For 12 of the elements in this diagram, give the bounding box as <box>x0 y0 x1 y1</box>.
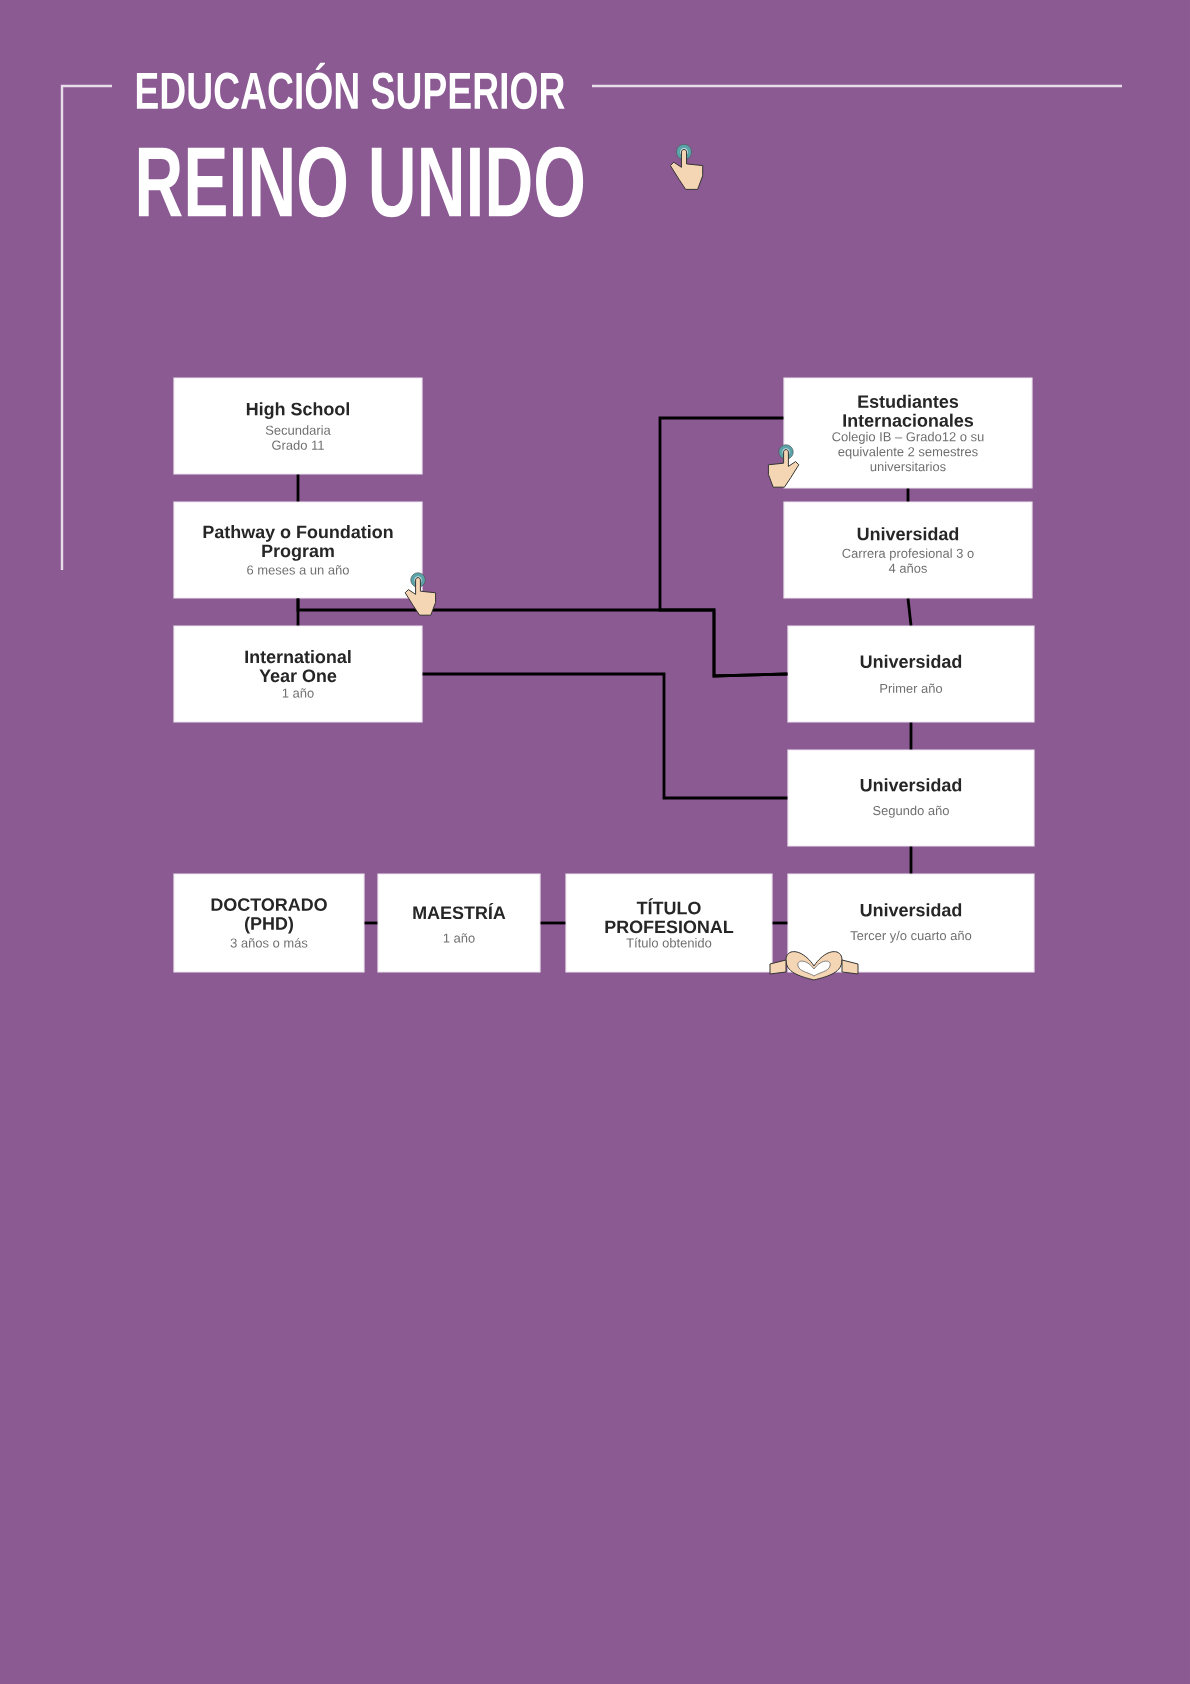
connector-line <box>906 488 910 502</box>
heading: EDUCACIÓN SUPERIOR <box>136 62 565 110</box>
connector-line <box>540 921 566 925</box>
connector-line <box>364 921 378 925</box>
connector-line <box>772 921 788 925</box>
connector-line <box>906 598 913 626</box>
connector-line <box>909 722 913 750</box>
heading: REINO UNIDO <box>138 146 584 218</box>
connector-line <box>422 672 788 800</box>
connector-line <box>296 474 300 502</box>
connector-line <box>909 846 913 874</box>
connector-line <box>658 416 788 678</box>
